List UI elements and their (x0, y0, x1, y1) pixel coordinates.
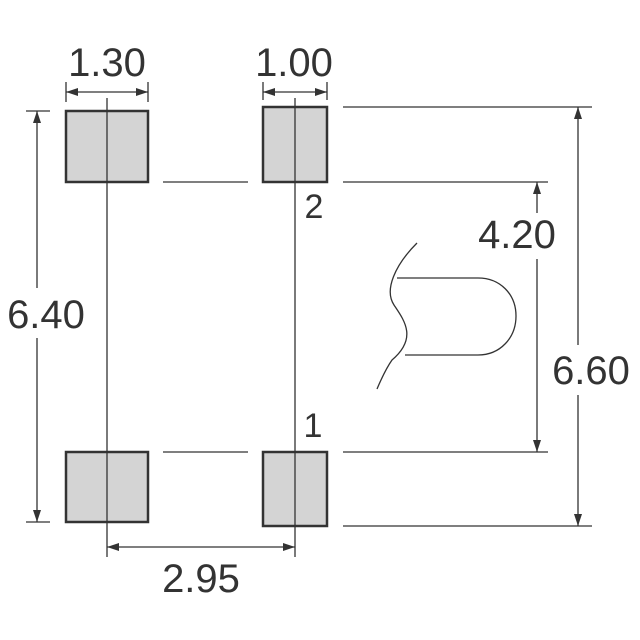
label-4-20-backdrop (468, 213, 568, 259)
arrow-4-20-top (533, 182, 541, 194)
label-6-40: 6.40 (7, 293, 85, 337)
arrow-6-60-top (574, 107, 582, 119)
arrow-1-30-left (66, 88, 78, 96)
pin-label-top: 2 (305, 188, 324, 226)
arrow-1-30-right (136, 88, 148, 96)
arrow-6-40-bottom (33, 510, 41, 522)
label-6-60: 6.60 (552, 349, 630, 393)
orientation-symbol-outline (397, 277, 517, 356)
arrow-6-60-bottom (574, 514, 582, 526)
arrow-1-00-right (315, 88, 327, 96)
orientation-symbol-wave (376, 242, 418, 390)
label-1-00: 1.00 (255, 41, 333, 85)
label-2-95: 2.95 (162, 557, 240, 601)
arrow-2-95-left (107, 543, 119, 551)
arrow-1-00-left (263, 88, 275, 96)
label-4-20: 4.20 (478, 213, 556, 257)
label-6-40-backdrop (0, 288, 96, 338)
arrow-6-40-top (33, 111, 41, 123)
arrow-4-20-bottom (533, 440, 541, 452)
label-1-30: 1.30 (68, 41, 146, 85)
arrow-2-95-right (283, 543, 295, 551)
label-6-60-backdrop (543, 345, 640, 395)
pin-label-bottom: 1 (304, 407, 323, 445)
